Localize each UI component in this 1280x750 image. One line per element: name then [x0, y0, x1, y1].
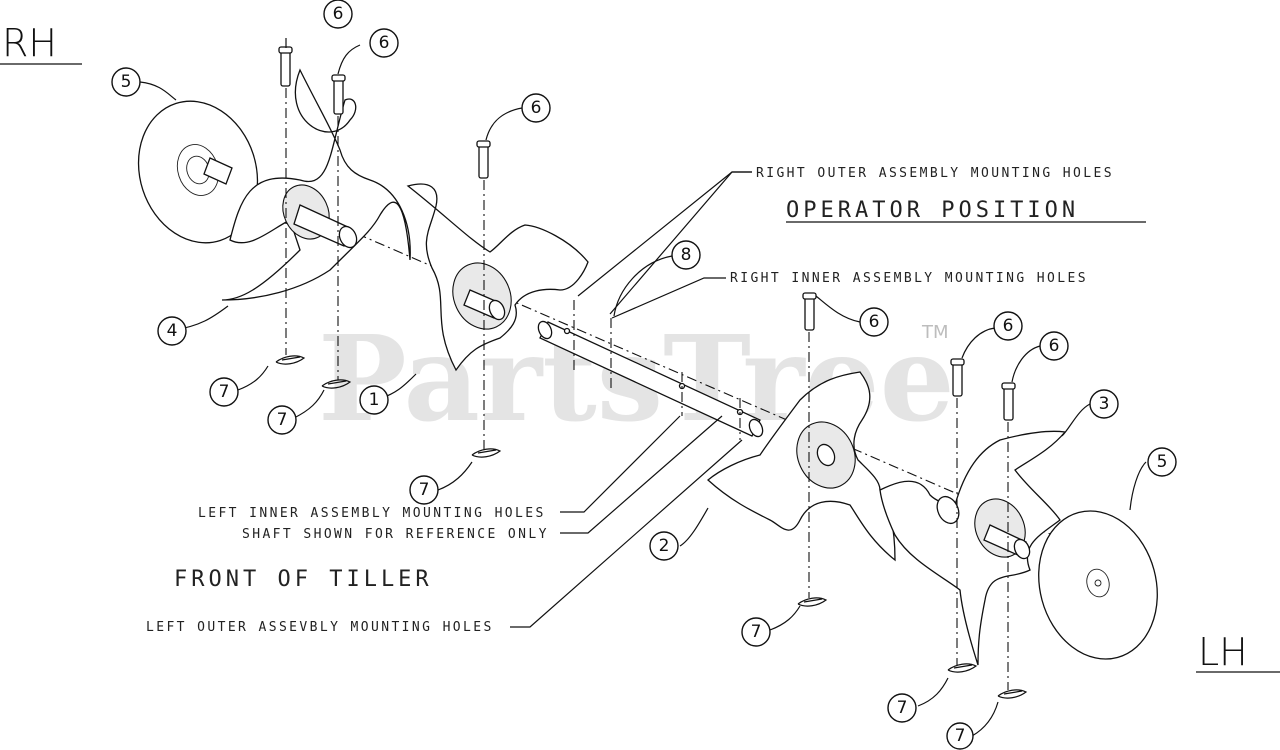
svg-text:7: 7	[277, 410, 288, 430]
lh-outer-tine	[879, 430, 1067, 666]
svg-text:6: 6	[1003, 316, 1014, 336]
leader-lines	[139, 38, 1147, 737]
callout-6-d: 6	[859, 307, 889, 337]
svg-text:7: 7	[751, 622, 762, 642]
label-left-inner-holes: LEFT INNER ASSEMBLY MOUNTING HOLES	[198, 506, 546, 521]
callout-7-f: 7	[946, 722, 974, 750]
callout-5-lh: 5	[1147, 447, 1177, 477]
lh-inner-tine	[707, 371, 896, 562]
watermark-tm: TM	[921, 322, 949, 343]
svg-text:5: 5	[1157, 452, 1168, 472]
pin-alignment-lines	[285, 88, 1009, 690]
callout-1: 1	[359, 385, 389, 415]
svg-text:8: 8	[681, 245, 692, 265]
svg-text:1: 1	[369, 390, 380, 410]
svg-text:6: 6	[333, 4, 344, 24]
clevis-pin-d	[804, 295, 815, 331]
label-right-outer-holes: RIGHT OUTER ASSEMBLY MOUNTING HOLES	[756, 166, 1114, 181]
svg-text:5: 5	[121, 72, 132, 92]
lh-label: LH	[1198, 630, 1248, 674]
svg-text:3: 3	[1099, 394, 1110, 414]
clevis-pin-a	[280, 49, 291, 87]
rh-inner-tine	[406, 183, 589, 372]
callout-7-a: 7	[209, 377, 239, 407]
callout-6-c: 6	[521, 93, 551, 123]
callout-7-d: 7	[741, 617, 771, 647]
callout-6-b: 6	[369, 28, 399, 58]
clevis-pin-e	[952, 361, 963, 397]
svg-text:4: 4	[167, 321, 178, 341]
lh-hub-cap	[1038, 510, 1158, 660]
clevis-pins	[278, 46, 1016, 421]
clevis-pin-c	[478, 143, 489, 179]
svg-text:2: 2	[659, 536, 670, 556]
label-right-inner-holes: RIGHT INNER ASSEMBLY MOUNTING HOLES	[730, 271, 1088, 286]
clevis-pin-b	[333, 77, 344, 115]
mounting-hole-markers	[573, 300, 741, 440]
callout-5-rh: 5	[111, 67, 141, 97]
callout-7-b: 7	[267, 405, 297, 435]
callout-2: 2	[649, 531, 679, 561]
svg-text:6: 6	[1049, 336, 1060, 356]
callout-8: 8	[671, 240, 701, 270]
callout-7-c: 7	[409, 475, 439, 505]
svg-text:7: 7	[897, 698, 908, 718]
shaft	[537, 320, 764, 438]
svg-text:7: 7	[955, 726, 966, 746]
rh-hub-cap	[137, 100, 259, 244]
label-front-of-tiller: FRONT OF TILLER	[174, 567, 433, 592]
callout-6-e: 6	[993, 311, 1023, 341]
callout-6-a: 6	[323, 0, 353, 29]
svg-text:6: 6	[869, 312, 880, 332]
svg-text:7: 7	[419, 480, 430, 500]
callout-3: 3	[1089, 389, 1119, 419]
hairpin-clips	[275, 355, 1028, 699]
rh-outer-tine	[221, 68, 411, 301]
rh-label: RH	[2, 21, 57, 65]
label-operator-position: OPERATOR POSITION	[786, 198, 1079, 223]
clevis-pin-f	[1003, 385, 1014, 421]
callout-4: 4	[157, 316, 187, 346]
label-left-outer-holes: LEFT OUTER ASSEVBLY MOUNTING HOLES	[146, 620, 494, 635]
label-shaft-reference: SHAFT SHOWN FOR REFERENCE ONLY	[242, 527, 549, 542]
callout-6-f: 6	[1039, 331, 1069, 361]
svg-text:6: 6	[531, 98, 542, 118]
svg-text:6: 6	[379, 33, 390, 53]
svg-text:7: 7	[219, 382, 230, 402]
callout-7-e: 7	[887, 693, 917, 723]
